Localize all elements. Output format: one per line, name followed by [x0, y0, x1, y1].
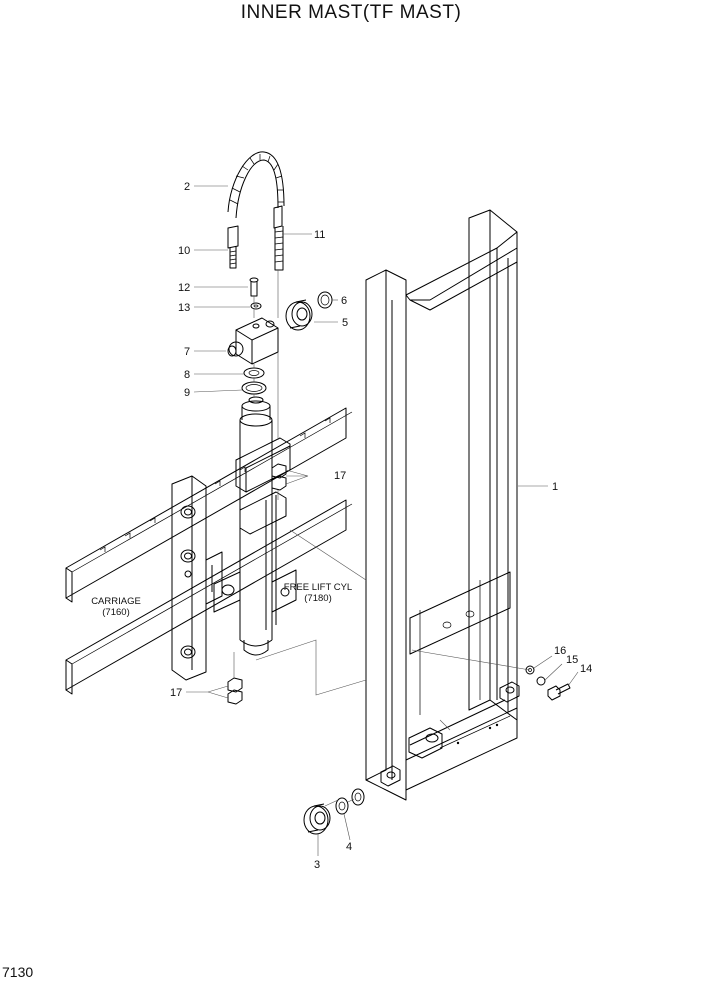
callout-12: 12 — [178, 282, 190, 294]
inner-mast-frame[interactable] — [365, 209, 520, 801]
carriage-label: CARRIAGE — [91, 596, 141, 607]
shim-set[interactable] — [335, 788, 365, 815]
carriage-ref: (7160) — [102, 607, 129, 618]
callout-16: 16 — [554, 645, 566, 657]
ring[interactable] — [241, 381, 267, 395]
lift-chain[interactable] — [227, 151, 285, 219]
bolt[interactable] — [249, 277, 259, 297]
callout-numbers: 1 2 3 4 5 6 7 8 9 10 11 12 13 14 15 16 1… — [170, 181, 592, 871]
side-bolt[interactable] — [547, 683, 571, 701]
callout-4: 4 — [346, 841, 352, 853]
callout-5: 5 — [342, 317, 348, 329]
retaining-ring[interactable] — [317, 291, 333, 309]
nut-upper[interactable] — [271, 463, 287, 491]
callout-15: 15 — [566, 654, 578, 666]
sheave-bracket[interactable] — [227, 317, 279, 365]
callout-14: 14 — [580, 663, 592, 675]
callout-10: 10 — [178, 245, 190, 257]
assembly-lines — [233, 270, 531, 807]
callout-6: 6 — [341, 295, 347, 307]
callout-1: 1 — [552, 481, 558, 493]
callout-3: 3 — [314, 859, 320, 871]
callout-2: 2 — [184, 181, 190, 193]
page-number: 7130 — [2, 964, 34, 980]
shim[interactable] — [243, 367, 265, 379]
chain-anchor-bolt-long[interactable] — [273, 205, 284, 271]
callout-17-upper: 17 — [334, 470, 346, 482]
callout-7: 7 — [184, 346, 190, 358]
page-title: INNER MAST(TF MAST) — [240, 2, 462, 23]
callout-13: 13 — [178, 302, 190, 314]
callout-9: 9 — [184, 387, 190, 399]
leader-lines — [186, 185, 579, 856]
callout-8: 8 — [184, 369, 190, 381]
free-lift-ref: (7180) — [304, 593, 331, 604]
callout-17-lower: 17 — [170, 687, 182, 699]
roller-bearing[interactable] — [303, 803, 331, 835]
sheave-roller[interactable] — [285, 299, 313, 331]
washer[interactable] — [250, 302, 262, 310]
free-lift-cylinder[interactable] — [213, 396, 297, 656]
chain-anchor-bolt[interactable] — [227, 225, 239, 269]
free-lift-label: FREE LIFT CYL — [284, 582, 352, 593]
side-washer[interactable] — [525, 665, 546, 686]
nut-lower[interactable] — [227, 677, 243, 705]
carriage-assembly[interactable] — [65, 407, 353, 695]
callout-11: 11 — [314, 229, 325, 241]
